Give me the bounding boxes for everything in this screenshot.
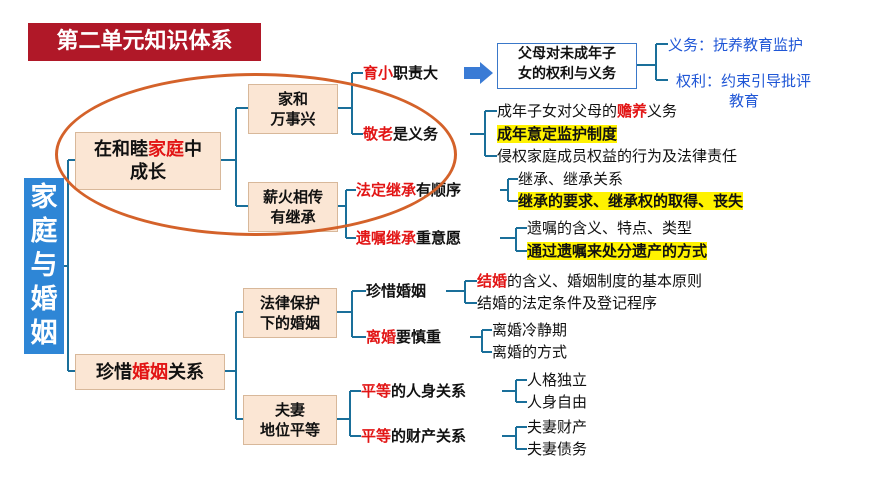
text-red: 结婚 [477,272,508,290]
text: 的人身关系 [391,382,467,400]
text-red: 育小 [363,64,394,82]
item-marriage-meaning: 结婚的含义、婚姻制度的基本原则 [477,271,702,291]
item-personality-independence: 人格独立 [527,371,588,389]
arrow-right-icon [464,62,493,84]
text: 珍惜 [96,361,132,383]
label-will-inheritance: 遗嘱继承重意愿 [356,228,461,248]
label-cherish-marriage: 珍惜婚姻 [366,282,427,300]
item-guardianship: 成年意定监护制度 [497,124,618,144]
note-right-line1: 权利：约束引导批评 [676,72,812,90]
label-careful-divorce: 离婚要慎重 [366,327,441,347]
text: 成年子女对父母的 [497,102,618,120]
note-duty: 义务：抚养教育监护 [668,36,804,54]
item-will-disposal: 通过遗嘱来处分遗产的方式 [527,241,708,261]
text: 义务 [647,102,678,120]
highlight-oval [55,73,457,236]
text-highlight: 通过遗嘱来处分遗产的方式 [527,242,708,260]
item-marriage-conditions: 结婚的法定条件及登记程序 [477,294,658,312]
text-red: 赡养 [617,102,648,120]
text: 的含义、婚姻制度的基本原则 [507,272,703,290]
item-personal-freedom: 人身自由 [527,393,588,411]
item-divorce-cooling: 离婚冷静期 [492,321,568,339]
text: 职责大 [393,64,439,82]
text: 重意愿 [416,229,462,247]
text: 关系 [168,361,204,383]
text: 父母对未成年子 [518,46,616,62]
item-inheritance-relation: 继承、继承关系 [518,170,624,188]
item-spouse-property: 夫妻财产 [527,418,588,436]
item-inheritance-requirement: 继承的要求、继承权的取得、丧失 [518,191,744,211]
text-red: 离婚 [366,328,397,346]
root-char: 家 [30,182,58,213]
text-red: 平等 [361,427,392,445]
label-raise-children: 育小职责大 [363,63,438,83]
node-spouse-equality: 夫妻 地位平等 [243,395,337,445]
text-highlight: 继承的要求、继承权的取得、丧失 [518,192,744,210]
root-char: 与 [30,250,58,281]
item-will-meaning: 遗嘱的含义、特点、类型 [527,219,693,237]
text: 的财产关系 [391,427,467,445]
text: 要慎重 [396,328,442,346]
text-red: 婚姻 [132,361,168,383]
parent-rights-duties-box: 父母对未成年子 女的权利与义务 [497,43,637,89]
text: 下的婚姻 [259,314,320,332]
node-legal-marriage: 法律保护 下的婚姻 [243,288,337,338]
item-spouse-debt: 夫妻债务 [527,440,588,458]
text-red: 遗嘱继承 [356,229,417,247]
node-cherish-marriage: 珍惜婚姻关系 [75,354,225,390]
text-red: 平等 [361,382,392,400]
text: 法律保护 [259,294,320,312]
note-right-line2: 教育 [729,92,760,110]
label-equal-personal: 平等的人身关系 [361,381,466,401]
root-char: 婚 [30,284,58,315]
item-divorce-methods: 离婚的方式 [492,343,568,361]
item-support-duty: 成年子女对父母的赡养义务 [497,101,677,121]
text: 女的权利与义务 [518,66,616,82]
node-cherish-marriage-label: 珍惜婚姻关系 [96,361,204,384]
root-char: 庭 [30,216,58,247]
item-infringement: 侵权家庭成员权益的行为及法律责任 [497,147,738,165]
label-equal-property: 平等的财产关系 [361,426,466,446]
root-node-family-and-marriage: 家 庭 与 婚 姻 [24,178,64,354]
text: 地位平等 [259,421,320,439]
page-title: 第二单元知识体系 [28,23,261,61]
text: 夫妻 [274,401,305,419]
root-char: 姻 [30,318,58,349]
text-highlight: 成年意定监护制度 [497,125,618,143]
